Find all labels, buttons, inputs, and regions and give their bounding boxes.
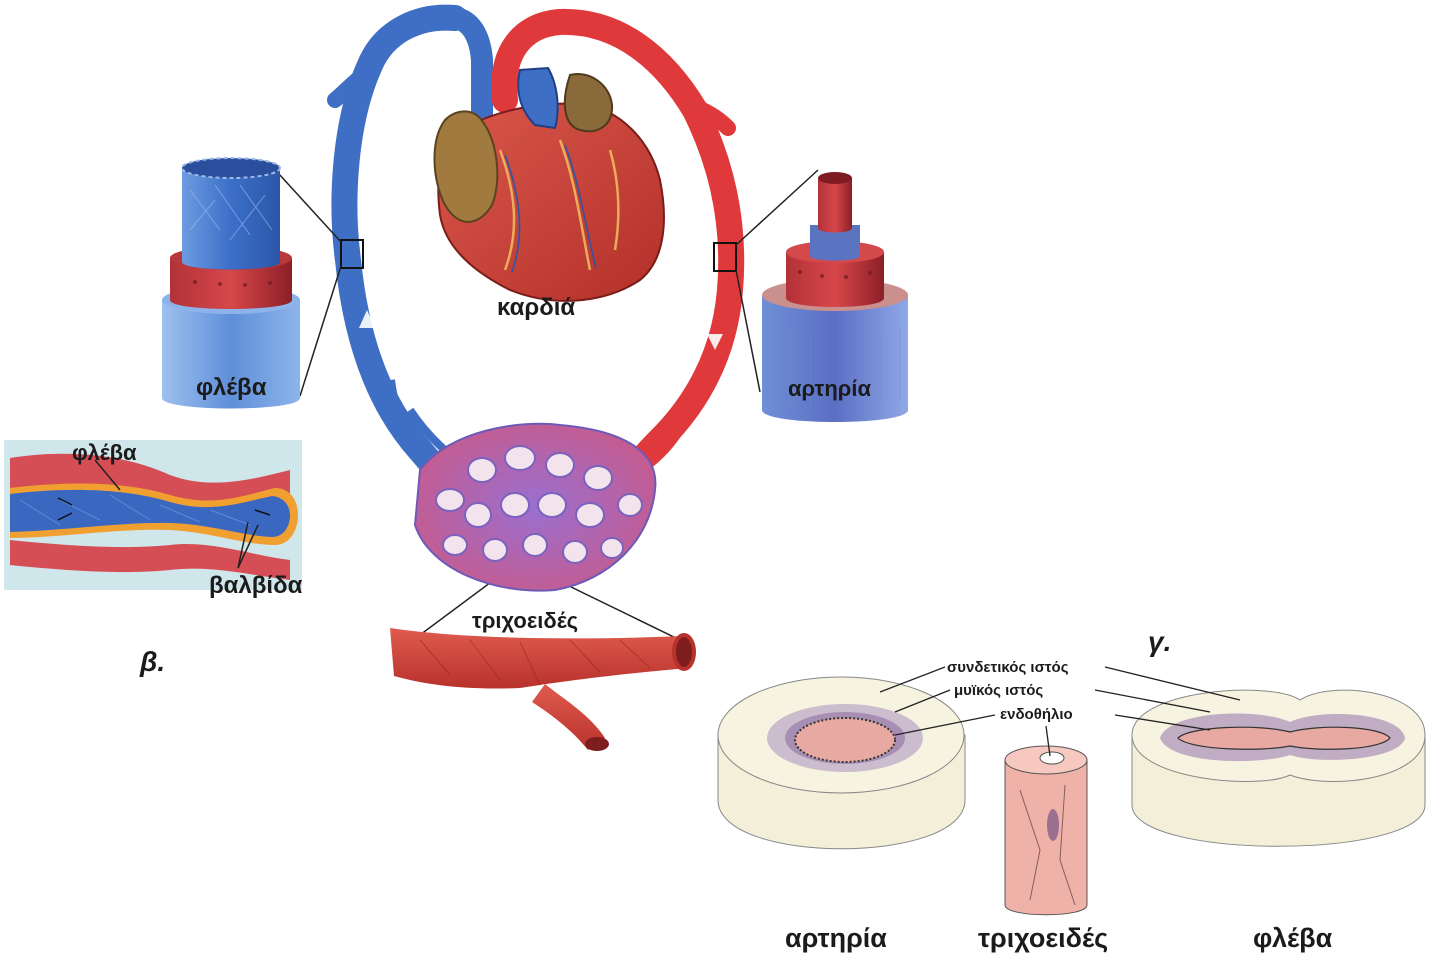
heart-label: καρδιά (497, 296, 575, 320)
panel-b-label: β. (140, 648, 165, 676)
endothelium-label: ενδοθήλιο (1000, 707, 1073, 722)
capillary-bed (415, 424, 655, 591)
wall-sections-panel (718, 667, 1425, 915)
vein-cross-section (162, 158, 300, 409)
valve-panel (4, 440, 302, 590)
artery-top-label: αρτηρία (788, 378, 871, 400)
muscle-tissue-label: μυϊκός ιστός (954, 683, 1043, 698)
vein-bottom-label: φλέβα (1253, 925, 1332, 952)
panel-c-label: γ. (1148, 628, 1171, 656)
vein-valve-label: φλέβα (72, 442, 137, 464)
capillaries-center-label: τριχοειδές (472, 610, 578, 632)
capillary-cylinder (1005, 746, 1087, 915)
heart-illustration (434, 68, 663, 301)
vein-ring (1132, 690, 1425, 846)
valve-label: βαλβίδα (209, 574, 302, 598)
capillary-tube (390, 628, 694, 751)
artery-bottom-label: αρτηρία (785, 925, 887, 952)
artery-ring (718, 677, 965, 849)
connective-tissue-label: συνδετικός ιστός (947, 660, 1069, 675)
vein-top-label: φλέβα (196, 376, 266, 400)
capillaries-bottom-label: τριχοειδές (978, 925, 1108, 952)
